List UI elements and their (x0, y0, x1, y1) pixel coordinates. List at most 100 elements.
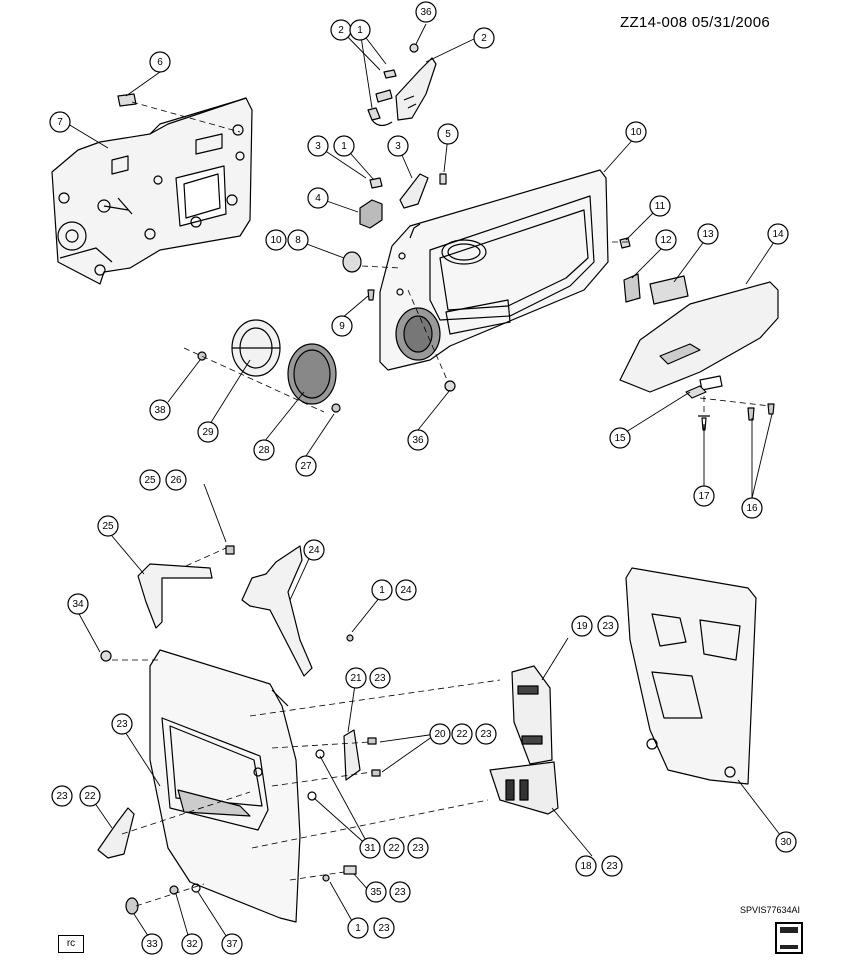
callout-23: 23 (389, 881, 411, 903)
callout-number: 19 (576, 621, 588, 632)
screw-20b (371, 769, 381, 777)
mirror-bracket (367, 43, 437, 127)
callout-31: 31 (359, 837, 381, 859)
callout-number: 33 (146, 939, 158, 950)
callout-18: 18 (575, 855, 597, 877)
callout-7: 7 (49, 111, 71, 133)
callout-1: 1 (371, 579, 393, 601)
callout-number: 23 (378, 923, 390, 934)
callout-19: 19 (571, 615, 593, 637)
callout-22: 22 (79, 785, 101, 807)
lower-door-trim (149, 649, 301, 923)
screw-16a (747, 407, 755, 421)
callout-3: 3 (387, 135, 409, 157)
callout-number: 23 (480, 729, 492, 740)
callout-number: 6 (157, 57, 163, 68)
callout-number: 28 (258, 445, 270, 456)
callout-13: 13 (697, 223, 719, 245)
callout-23: 23 (407, 837, 429, 859)
callout-9: 9 (331, 315, 353, 337)
callout-number: 23 (116, 719, 128, 730)
callout-number: 7 (57, 117, 63, 128)
pull-cup-block (359, 199, 383, 229)
fastener-34 (100, 650, 112, 662)
callout-12: 12 (655, 229, 677, 251)
screw-9 (367, 289, 375, 301)
callout-1: 1 (347, 917, 369, 939)
callout-number: 10 (270, 235, 282, 246)
callout-number: 13 (702, 229, 714, 240)
switch-12 (623, 273, 641, 303)
callout-number: 22 (388, 843, 400, 854)
callout-21: 21 (345, 667, 367, 689)
callout-22: 22 (451, 723, 473, 745)
callout-1: 1 (349, 19, 371, 41)
bracket-21 (343, 729, 361, 781)
callout-23: 23 (373, 917, 395, 939)
callout-22: 22 (383, 837, 405, 859)
speaker-housing (231, 319, 281, 377)
callout-1: 1 (333, 135, 355, 157)
washer-37 (191, 883, 201, 893)
callout-number: 1 (379, 585, 385, 596)
clip-11 (619, 237, 631, 249)
bracket-22 (97, 807, 135, 859)
callout-10: 10 (625, 121, 647, 143)
callout-24: 24 (395, 579, 417, 601)
callout-38: 38 (149, 399, 171, 421)
callout-number: 38 (154, 405, 166, 416)
callout-37: 37 (221, 933, 243, 955)
callout-number: 22 (84, 791, 96, 802)
callout-number: 25 (144, 475, 156, 486)
door-inner-frame (51, 97, 253, 285)
callout-11: 11 (649, 195, 671, 217)
callout-33: 33 (141, 933, 163, 955)
washer-31a (315, 749, 325, 759)
callout-number: 37 (226, 939, 238, 950)
callout-number: 14 (772, 229, 784, 240)
callout-16: 16 (741, 497, 763, 519)
door-trim-panel (379, 169, 609, 371)
callout-number: 29 (202, 427, 214, 438)
callout-number: 9 (339, 321, 345, 332)
callout-27: 27 (295, 455, 317, 477)
callout-23: 23 (601, 855, 623, 877)
assembly-lines (112, 101, 771, 907)
callout-number: 34 (72, 599, 84, 610)
clip-33 (125, 897, 139, 915)
screw-16b (767, 403, 775, 415)
gm-logo (775, 922, 803, 954)
callout-28: 28 (253, 439, 275, 461)
illustration-code: SPVIS77634AI (740, 905, 801, 915)
callout-32: 32 (181, 933, 203, 955)
callout-36: 36 (415, 1, 437, 23)
callout-number: 16 (746, 503, 758, 514)
callout-24: 24 (303, 539, 325, 561)
callout-30: 30 (775, 831, 797, 853)
callout-number: 15 (614, 433, 626, 444)
screw-17 (698, 415, 710, 431)
callout-23: 23 (369, 667, 391, 689)
callout-number: 2 (338, 25, 344, 36)
callout-number: 1 (357, 25, 363, 36)
callout-2: 2 (330, 19, 352, 41)
washer-31b (307, 791, 317, 801)
callout-number: 23 (56, 791, 68, 802)
callout-number: 36 (412, 435, 424, 446)
callout-number: 5 (445, 129, 451, 140)
corner-label: rc (58, 935, 84, 953)
callout-number: 24 (308, 545, 320, 556)
callout-23: 23 (51, 785, 73, 807)
callout-number: 18 (580, 861, 592, 872)
screw-27 (331, 403, 341, 413)
callout-34: 34 (67, 593, 89, 615)
callout-number: 36 (420, 7, 432, 18)
callout-17: 17 (693, 485, 715, 507)
armrest (619, 281, 779, 399)
callout-number: 27 (300, 461, 312, 472)
callout-14: 14 (767, 223, 789, 245)
callout-number: 31 (364, 843, 376, 854)
sail-trim (369, 173, 447, 209)
callout-number: 11 (655, 201, 666, 212)
